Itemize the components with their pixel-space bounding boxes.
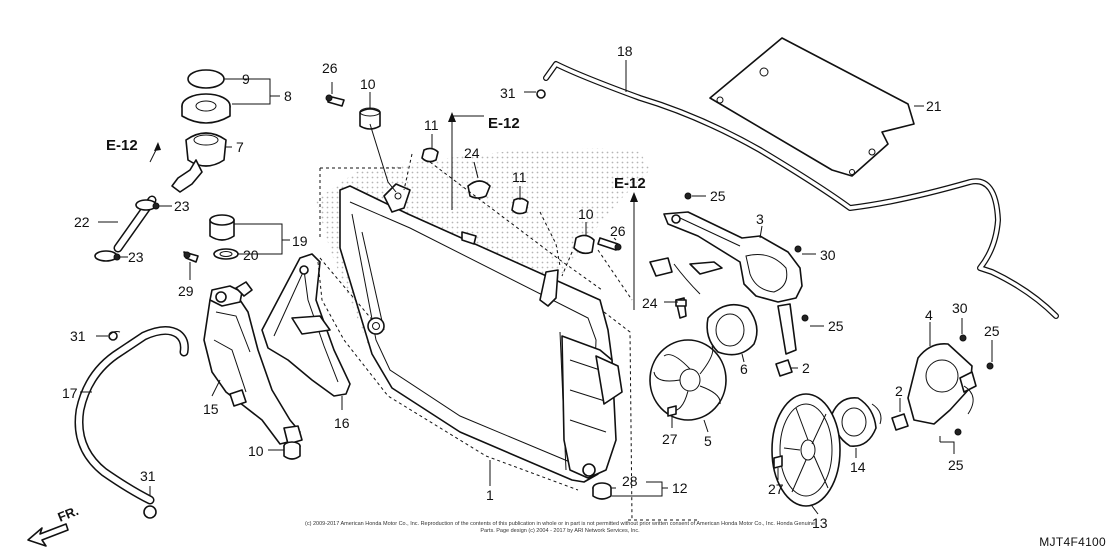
upper-mount-parts (325, 94, 622, 255)
diagram-code: MJT4F4100 (1039, 535, 1106, 549)
filler-neck (171, 69, 231, 193)
callout-25: 25 (710, 188, 726, 204)
heat-guard-21 (709, 37, 915, 177)
hose-clips-31 (108, 331, 157, 519)
section-ref-right: E-12 (614, 175, 646, 192)
section-ref-left: E-12 (106, 137, 138, 154)
dashed-alignment-lines (317, 153, 700, 521)
callout-24: 24 (642, 295, 658, 311)
callout-25: 25 (984, 323, 1000, 339)
front-label: FR. (56, 503, 81, 525)
callout-30: 30 (952, 300, 968, 316)
fan-motor-14 (831, 397, 882, 447)
callout-11: 11 (424, 117, 439, 133)
siphon-hose-17 (74, 326, 189, 505)
callout-3: 3 (756, 211, 764, 227)
callout-8: 8 (284, 88, 292, 104)
callout-2: 2 (802, 360, 810, 376)
callout-19: 19 (292, 233, 308, 249)
callout-30: 30 (820, 247, 836, 263)
callout-11: 11 (512, 169, 527, 185)
callout-26: 26 (322, 60, 338, 76)
cooling-fan-5 (649, 339, 727, 421)
callout-10: 10 (360, 76, 376, 92)
callout-28: 28 (622, 473, 638, 489)
hose-clamps-23 (94, 199, 160, 262)
callout-14: 14 (850, 459, 866, 475)
callout-16: 16 (334, 415, 350, 431)
section-references: E-12 E-12 E-12 (106, 115, 646, 192)
callout-17: 17 (62, 385, 78, 401)
callout-31: 31 (140, 468, 156, 484)
callout-7: 7 (236, 139, 244, 155)
callout-24: 24 (464, 145, 480, 161)
tank-bracket (261, 253, 351, 397)
callout-26: 26 (610, 223, 626, 239)
callout-27: 27 (662, 431, 678, 447)
callout-2: 2 (895, 383, 903, 399)
grommet-28 (592, 482, 612, 500)
reservoir-cap (209, 214, 239, 260)
fan-shroud-4 (891, 334, 994, 436)
callout-23: 23 (128, 249, 144, 265)
callout-13: 13 (812, 515, 828, 531)
callout-31: 31 (500, 85, 516, 101)
reserve-tank (203, 281, 303, 445)
radiator (339, 183, 623, 483)
callout-29: 29 (178, 283, 194, 299)
copyright-notice: (c) 2009-2017 American Honda Motor Co., … (305, 521, 815, 534)
callout-1: 1 (486, 487, 494, 503)
callout-9: 9 (242, 71, 250, 87)
callout-15: 15 (203, 401, 219, 417)
callout-27: 27 (768, 481, 784, 497)
callout-12: 12 (672, 480, 688, 496)
callout-20: 20 (243, 247, 259, 263)
callout-6: 6 (740, 361, 748, 377)
callout-numbers: 1 2 2 3 4 5 6 7 8 9 10 10 10 11 11 12 13… (62, 43, 1000, 531)
breather-tube-18 (536, 61, 1059, 319)
cooling-fan-13 (771, 393, 841, 507)
bolt-24-mid (675, 299, 687, 307)
callout-4: 4 (925, 307, 933, 323)
bolt-29 (183, 251, 199, 263)
clip-2-left (775, 359, 793, 377)
callout-22: 22 (74, 214, 90, 230)
grommet-10-lower (283, 441, 301, 460)
fan-motor-6 (649, 257, 758, 356)
fan-shroud-3 (663, 192, 809, 355)
callout-10: 10 (248, 443, 264, 459)
section-ref-top: E-12 (488, 115, 520, 132)
leader-lines (80, 60, 993, 515)
callout-23: 23 (174, 198, 190, 214)
front-direction-indicator: FR. (27, 503, 81, 547)
callout-25: 25 (948, 457, 964, 473)
callout-10: 10 (578, 206, 594, 222)
callout-5: 5 (704, 433, 712, 449)
front-arrow-icon (27, 523, 69, 547)
callout-18: 18 (617, 43, 633, 59)
callout-31: 31 (70, 328, 86, 344)
callout-25: 25 (828, 318, 844, 334)
callout-21: 21 (926, 98, 942, 114)
